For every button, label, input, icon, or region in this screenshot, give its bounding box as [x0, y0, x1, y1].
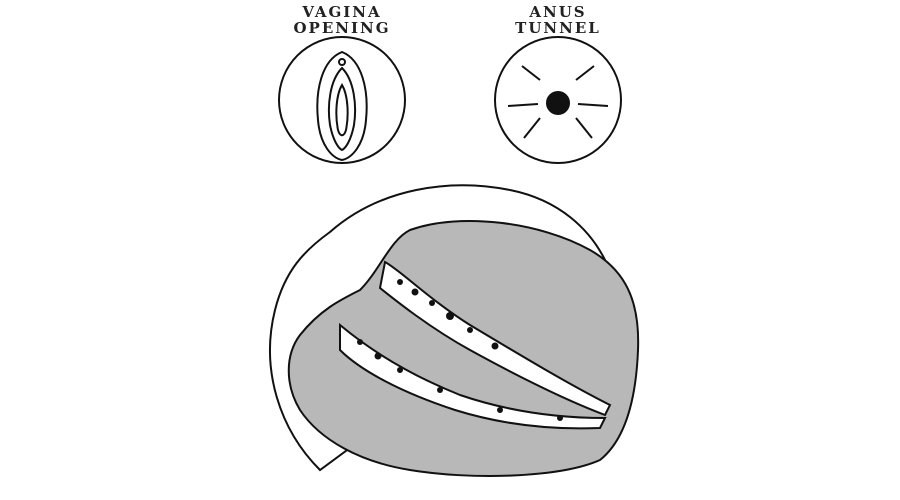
label-line: ANUS — [529, 3, 587, 21]
cross-section-illustration — [269, 184, 640, 477]
texture-dots — [357, 279, 563, 421]
gray-body — [287, 219, 640, 477]
vaginal-canal — [378, 260, 612, 417]
label-line: OPENING — [293, 19, 391, 37]
anus-tunnel-icon — [494, 36, 622, 164]
anus-tunnel-label: ANUS TUNNEL — [478, 4, 638, 36]
anal-canal — [339, 322, 607, 430]
label-line: VAGINA — [302, 3, 382, 21]
label-line: TUNNEL — [515, 19, 601, 37]
vagina-opening-icon — [278, 36, 406, 164]
vagina-opening-label: VAGINA OPENING — [262, 4, 422, 36]
